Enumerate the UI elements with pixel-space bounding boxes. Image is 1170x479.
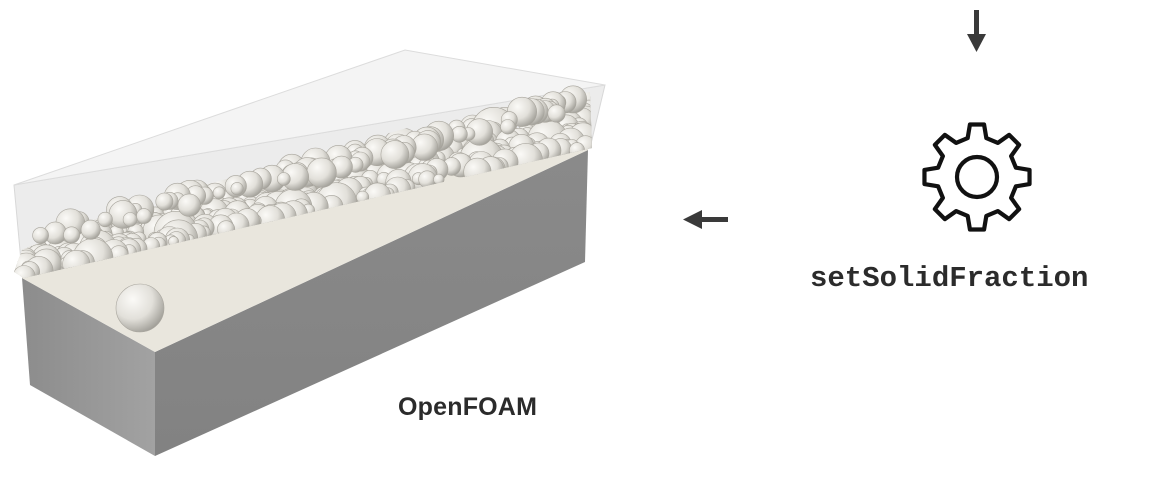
tool-label: setSolidFraction bbox=[810, 262, 1089, 295]
openfoam-label: OpenFOAM bbox=[398, 393, 538, 421]
gear-icon bbox=[922, 122, 1032, 232]
particle-sphere bbox=[177, 193, 201, 217]
particle-spheres-front bbox=[32, 85, 588, 333]
glass-box-top bbox=[13, 49, 606, 186]
particle-sphere bbox=[230, 182, 244, 196]
particle-sphere bbox=[136, 208, 152, 224]
particle-sphere bbox=[155, 192, 174, 211]
bed-top-layer bbox=[22, 140, 590, 352]
particle-sphere bbox=[547, 104, 566, 123]
particle-sphere bbox=[306, 157, 337, 188]
particle-sphere bbox=[212, 186, 226, 200]
particle-sphere bbox=[63, 226, 81, 244]
particle-sphere bbox=[276, 172, 291, 186]
particle-sphere bbox=[380, 140, 410, 169]
particle-sphere bbox=[80, 219, 101, 240]
arrow-left-icon bbox=[683, 210, 728, 229]
particle-sphere bbox=[122, 212, 138, 227]
arrow-down-icon bbox=[967, 10, 986, 52]
bed-side-face bbox=[155, 150, 588, 456]
particle-sphere bbox=[32, 227, 49, 244]
bed-front-face bbox=[22, 278, 155, 456]
particle-sphere bbox=[97, 211, 113, 228]
particle-sphere bbox=[500, 119, 516, 135]
particle-sphere bbox=[115, 283, 165, 333]
